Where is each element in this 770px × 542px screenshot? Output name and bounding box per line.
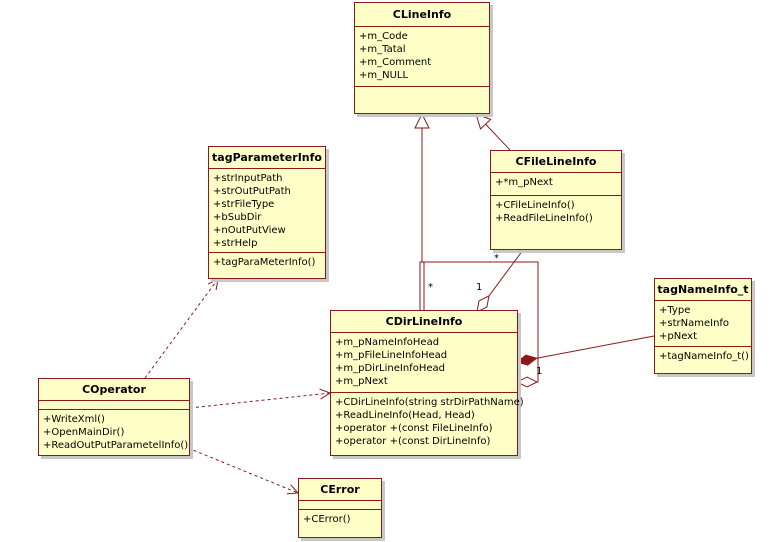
attribute-row: +m_pDirLineInfoHead: [335, 363, 445, 374]
class-clineinfo[interactable]: CLineInfo +m_Code +m_Tatal +m_Comment +m_NU…: [354, 2, 490, 114]
operation-row: +CFileLineInfo(): [495, 200, 575, 211]
operation-row: +OpenMainDir(): [43, 427, 125, 438]
attributes-section: [39, 401, 189, 410]
attributes-section: [299, 501, 381, 510]
operation-row: +operator +(const FileLineInfo): [335, 423, 493, 434]
operation-row: +ReadFileLineInfo(): [495, 213, 593, 224]
attributes-section: +strInputPath +strOutPutPath +strFileType +…: [209, 169, 325, 253]
attribute-row: +m_Comment: [359, 57, 432, 68]
attributes-section: +*m_pNext: [491, 173, 621, 196]
self-aggregation-cdirlineinfo: [419, 261, 539, 382]
class-tagparameterinfo[interactable]: tagParameterInfo +strInputPath +strOutPut…: [208, 146, 326, 279]
attribute-row: +m_pNameInfoHead: [335, 337, 440, 348]
attribute-row: +bSubDir: [213, 212, 262, 223]
attribute-row: +strFileType: [213, 199, 275, 210]
operations-section: +CFileLineInfo() +ReadFileLineInfo(): [491, 196, 621, 227]
operations-section: +WriteXml() +OpenMainDir() +ReadOutPutPara…: [39, 410, 189, 454]
operation-row: +ReadLineInfo(Head, Head): [335, 410, 475, 421]
class-name: tagParameterInfo: [209, 147, 325, 169]
attribute-row: +*m_pNext: [495, 177, 553, 188]
generalization-cdirlineinfo-to-clineinfo: [422, 114, 424, 310]
operation-row: +tagParaMeterInfo(): [213, 257, 316, 268]
class-name: CLineInfo: [355, 3, 489, 27]
class-cfilelineinfo[interactable]: CFileLineInfo +*m_pNext +CFileLineInfo()…: [490, 150, 622, 250]
class-name: CDirLineInfo: [331, 311, 517, 333]
attributes-section: +m_pNameInfoHead +m_pFileLineInfoHead +m_p…: [331, 333, 517, 393]
operation-row: +operator +(const DirLineInfo): [335, 436, 491, 447]
class-cdirlineinfo[interactable]: CDirLineInfo +m_pNameInfoHead +m_pFileLin…: [330, 310, 524, 456]
attribute-row: +strNameInfo: [659, 318, 730, 329]
dependency-coperator-cerror: [187, 447, 298, 493]
class-coperator[interactable]: COperator +WriteXml() +OpenMainDir() +Read…: [38, 378, 190, 456]
attribute-row: +m_pFileLineInfoHead: [335, 350, 448, 361]
operations-section: [355, 87, 489, 92]
aggregation-cfilelineinfo-cdirlineinfo: [477, 249, 524, 312]
multiplicity-label: 1: [476, 282, 483, 293]
dependency-coperator-tagparameterinfo: [144, 279, 218, 379]
attribute-row: +m_NULL: [359, 70, 409, 81]
attribute-row: +pNext: [659, 331, 698, 342]
generalization-cfilelineinfo-to-clineinfo: [476, 114, 511, 151]
class-cerror[interactable]: CError +CError(): [298, 478, 382, 538]
attribute-row: +Type: [659, 305, 691, 316]
class-tagnameinfo-t[interactable]: tagNameInfo_t +Type +strNameInfo +pNext +t…: [654, 278, 752, 374]
multiplicity-label: *: [428, 282, 433, 293]
multiplicity-label: *: [494, 253, 499, 264]
class-name: COperator: [39, 379, 189, 401]
attribute-row: +strInputPath: [213, 173, 283, 184]
operations-section: +CError(): [299, 510, 381, 528]
dependency-coperator-cdirlineinfo: [189, 393, 330, 409]
operation-row: +WriteXml(): [43, 414, 105, 425]
operation-row: +CDirLineInfo(string strDirPathName): [335, 397, 524, 408]
attribute-row: +strHelp: [213, 238, 258, 249]
operations-section: +tagParaMeterInfo(): [209, 253, 325, 271]
attribute-row: +m_pNext: [335, 376, 388, 387]
operations-section: +CDirLineInfo(string strDirPathName) +Rea…: [331, 393, 524, 450]
attribute-row: +m_Code: [359, 31, 408, 42]
multiplicity-label: 1: [536, 366, 543, 377]
composition-tagnameinfo-cdirlineinfo: [517, 335, 655, 362]
class-name: tagNameInfo_t: [655, 279, 751, 301]
attribute-row: +m_Tatal: [359, 44, 406, 55]
attributes-section: +m_Code +m_Tatal +m_Comment +m_NULL: [355, 27, 489, 87]
operation-row: +tagNameInfo_t(): [659, 351, 749, 362]
class-name: CFileLineInfo: [491, 151, 621, 173]
attributes-section: +Type +strNameInfo +pNext: [655, 301, 751, 347]
operations-section: +tagNameInfo_t(): [655, 347, 751, 365]
attribute-row: +strOutPutPath: [213, 186, 291, 197]
operation-row: +ReadOutPutParametelInfo(): [43, 440, 189, 451]
operation-row: +CError(): [303, 514, 351, 525]
attribute-row: +nOutPutView: [213, 225, 286, 236]
class-name: CError: [299, 479, 381, 501]
